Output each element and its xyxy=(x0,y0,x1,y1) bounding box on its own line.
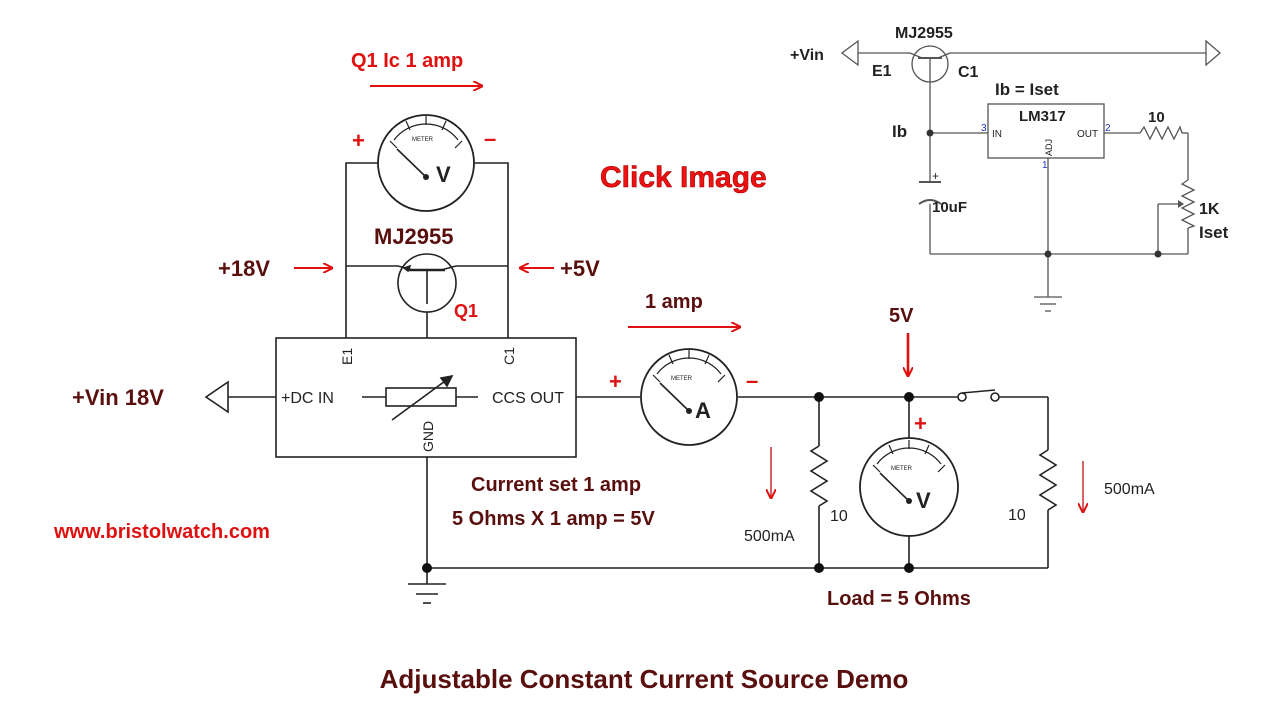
top-meter-plus: + xyxy=(352,128,365,153)
load-meter-face: METER xyxy=(891,466,913,472)
inset-lm317-name: LM317 xyxy=(1019,108,1066,125)
inset-vin-terminals xyxy=(840,39,1221,67)
inset-cap-value: 10uF xyxy=(932,199,967,216)
inset-capacitor xyxy=(918,181,942,205)
inset-junction-adj xyxy=(1044,250,1052,258)
vin-input-terminal xyxy=(204,380,229,414)
ccs-pin-e1: E1 xyxy=(339,348,355,365)
ammeter-plus: + xyxy=(609,369,622,394)
top-meter-face: METER xyxy=(412,137,434,143)
ccs-dc-in: +DC IN xyxy=(281,390,334,407)
inset-pot-value: 1K xyxy=(1199,201,1220,218)
inset-transistor xyxy=(909,45,951,83)
inset-lm317-in: IN xyxy=(992,129,1002,140)
transistor-ref: Q1 xyxy=(454,301,478,321)
top-meter-symbol: V xyxy=(436,162,451,187)
resistor-right-value: 10 xyxy=(1008,507,1026,524)
load-meter-plus: + xyxy=(914,411,927,436)
inset-pot-label: Iset xyxy=(1199,223,1229,242)
ammeter-symbol: A xyxy=(695,398,711,423)
node-5v-label: 5V xyxy=(889,305,914,327)
plus-5v-label: +5V xyxy=(560,256,600,281)
inset-res-value: 10 xyxy=(1148,109,1165,126)
ccs-gnd: GND xyxy=(420,421,436,452)
ccs-pin-c1: C1 xyxy=(501,347,517,365)
inset-pin-e1: E1 xyxy=(872,63,892,80)
ammeter-minus: – xyxy=(746,368,758,393)
vin-18v-label: +Vin 18V xyxy=(72,385,164,410)
resistor-left xyxy=(809,445,829,507)
inset-lm317-adj: ADJ xyxy=(1044,139,1054,156)
resistor-left-value: 10 xyxy=(830,508,848,525)
inset-pin2: 2 xyxy=(1105,123,1111,134)
inset-ground xyxy=(1034,296,1062,312)
plus-18v-label: +18V xyxy=(218,256,270,281)
transistor-name: MJ2955 xyxy=(374,224,454,249)
load-meter-symbol: V xyxy=(916,488,931,513)
top-meter-minus: – xyxy=(484,126,496,151)
junction-dots xyxy=(422,392,914,573)
top-voltmeter xyxy=(377,114,475,212)
website-link[interactable]: www.bristolwatch.com xyxy=(53,521,270,543)
inset-ib: Ib xyxy=(892,122,907,141)
inset-transistor-name: MJ2955 xyxy=(895,25,953,42)
inset-resistor-10 xyxy=(1139,125,1183,141)
resistor-right xyxy=(1038,449,1058,511)
inset-ib-eq: Ib = Iset xyxy=(995,80,1059,99)
load-label: Load = 5 Ohms xyxy=(827,588,971,610)
load-switch xyxy=(957,389,1000,402)
load-voltmeter xyxy=(859,437,959,537)
ammeter xyxy=(640,348,738,446)
inset-pin3: 3 xyxy=(981,123,987,134)
ground-symbol-main xyxy=(408,583,446,604)
current-1amp-label: 1 amp xyxy=(645,291,703,313)
ccs-out: CCS OUT xyxy=(492,390,564,407)
q1-ic-label: Q1 Ic 1 amp xyxy=(351,50,463,72)
inset-cap-plus: + xyxy=(932,169,939,183)
note-line1: Current set 1 amp xyxy=(471,474,641,496)
inset-junction-pot xyxy=(1154,250,1162,258)
click-image-label[interactable]: Click Image xyxy=(600,161,767,195)
diagram-title: Adjustable Constant Current Source Demo xyxy=(380,664,909,694)
inset-pin1: 1 xyxy=(1042,160,1048,171)
inset-lm317-box xyxy=(987,103,1105,159)
current-right-label: 500mA xyxy=(1104,481,1155,498)
ccs-variable-resistor xyxy=(362,374,478,421)
inset-vin-label: +Vin xyxy=(790,47,824,64)
inset-pin-c1: C1 xyxy=(958,64,979,81)
inset-junction-ib xyxy=(926,129,934,137)
inset-pot-1k xyxy=(1178,179,1196,229)
transistor-q1 xyxy=(397,253,457,313)
current-left-label: 500mA xyxy=(744,528,795,545)
ammeter-face: METER xyxy=(671,376,693,382)
inset-wires xyxy=(858,52,1206,297)
note-line2: 5 Ohms X 1 amp = 5V xyxy=(452,508,656,530)
inset-lm317-out: OUT xyxy=(1077,129,1098,140)
